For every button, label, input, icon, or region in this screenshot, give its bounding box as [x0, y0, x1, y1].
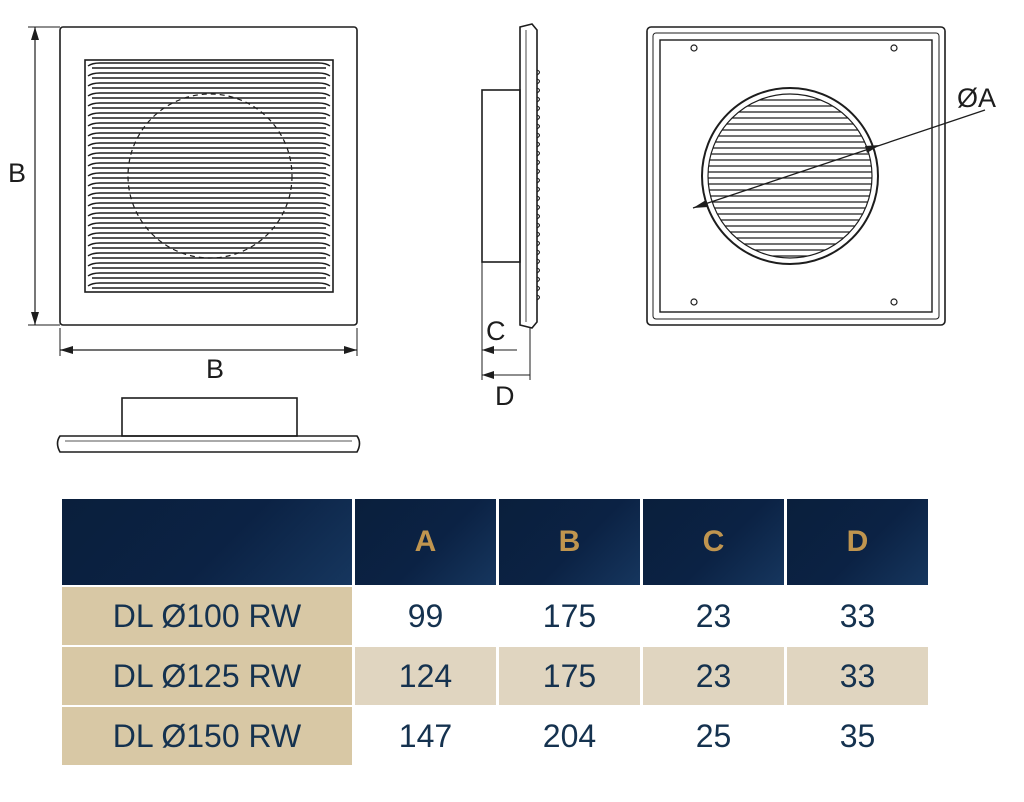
- value-cell-a: 147: [355, 707, 496, 765]
- value-cell-c: 23: [643, 647, 784, 705]
- spec-table: A B C D DL Ø100 RW 99 175 23 33 DL Ø125 …: [59, 497, 931, 767]
- value-cell-c: 25: [643, 707, 784, 765]
- front-frame-inner: [84, 59, 334, 293]
- table-header-a: A: [355, 499, 496, 585]
- bottom-flange: [56, 435, 361, 453]
- technical-drawing: B B C D ØA: [8, 23, 996, 453]
- table-row: DL Ø150 RW 147 204 25 35: [62, 707, 928, 765]
- value-cell-a: 99: [355, 587, 496, 645]
- table-row: DL Ø125 RW 124 175 23 33: [62, 647, 928, 705]
- value-cell-d: 33: [787, 647, 928, 705]
- side-face-plate: [519, 23, 538, 329]
- value-cell-b: 175: [499, 587, 640, 645]
- value-cell-d: 35: [787, 707, 928, 765]
- model-cell: DL Ø100 RW: [62, 587, 352, 645]
- dimension-b-horizontal-label: B: [206, 354, 224, 384]
- side-duct: [481, 89, 521, 263]
- dimension-c-label: C: [486, 316, 506, 346]
- bottom-collar: [121, 397, 298, 437]
- value-cell-b: 175: [499, 647, 640, 705]
- dimension-diameter-a-label: ØA: [957, 83, 996, 113]
- front-frame-outer: [59, 26, 358, 326]
- value-cell-c: 23: [643, 587, 784, 645]
- back-outlet-ring: [701, 87, 879, 265]
- back-frame-outer: [646, 26, 946, 326]
- table-row: DL Ø100 RW 99 175 23 33: [62, 587, 928, 645]
- front-louvers: [87, 62, 331, 289]
- front-view: [28, 26, 358, 356]
- table-header-d: D: [787, 499, 928, 585]
- dimension-d-label: D: [495, 381, 515, 411]
- back-frame-inner: [659, 39, 933, 313]
- model-cell: DL Ø125 RW: [62, 647, 352, 705]
- dimension-b-vertical-label: B: [8, 158, 26, 188]
- table-header-row: A B C D: [62, 499, 928, 585]
- value-cell-b: 204: [499, 707, 640, 765]
- bottom-view: [56, 397, 361, 453]
- model-cell: DL Ø150 RW: [62, 707, 352, 765]
- value-cell-a: 124: [355, 647, 496, 705]
- table-header-model: [62, 499, 352, 585]
- back-view: [646, 26, 986, 326]
- side-fins: [536, 69, 541, 301]
- table-header-c: C: [643, 499, 784, 585]
- side-view: [481, 23, 541, 380]
- table-header-b: B: [499, 499, 640, 585]
- value-cell-d: 33: [787, 587, 928, 645]
